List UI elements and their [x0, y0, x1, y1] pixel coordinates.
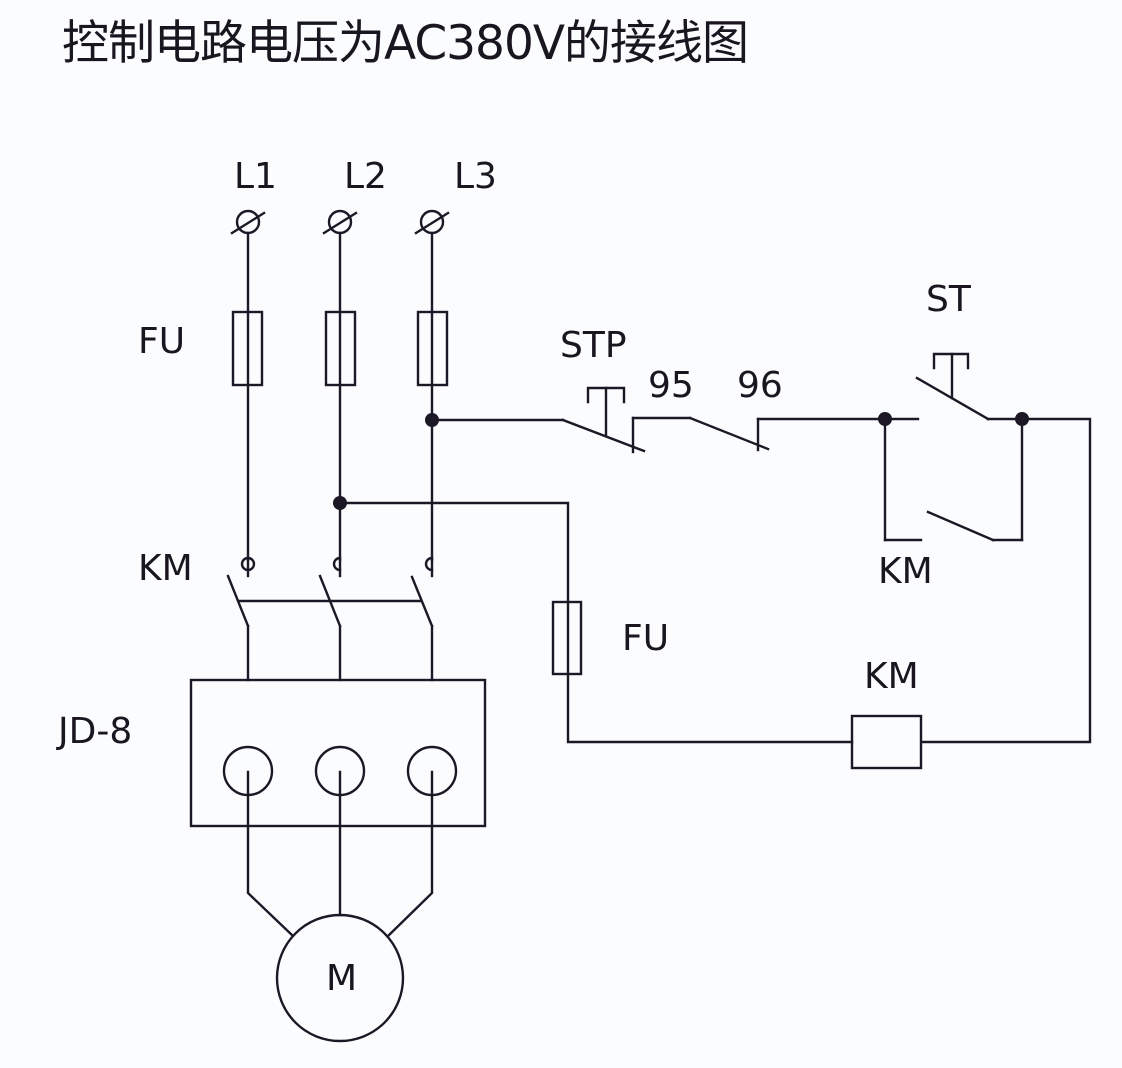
terminal-l3 [414, 209, 450, 235]
fuse-l1 [231, 310, 264, 387]
stp-stop-button [561, 386, 692, 454]
jd8-protector [189, 678, 487, 828]
label-fu-ctrl: FU [622, 618, 669, 659]
fuse-l3 [416, 310, 449, 387]
label-motor: M [326, 958, 357, 999]
label-96: 96 [737, 365, 783, 406]
label-95: 95 [648, 365, 694, 406]
wire-control-l2 [338, 501, 570, 604]
km-main-contacts [226, 556, 434, 682]
overload-contact-95-96 [688, 416, 887, 452]
diagram-title: 控制电路电压为AC380V的接线图 [62, 16, 749, 71]
label-l3: L3 [454, 156, 497, 197]
label-l1: L1 [234, 156, 277, 197]
wire-right-return [920, 417, 1092, 744]
terminal-l1 [230, 209, 266, 235]
label-km-coil: KM [864, 656, 919, 697]
label-stp: STP [560, 325, 627, 366]
label-jd8: JD-8 [56, 711, 132, 752]
motor-leads [246, 770, 434, 937]
terminal-l2 [322, 209, 358, 235]
motor [275, 913, 405, 1043]
wire-control-bottom [566, 672, 854, 744]
label-km-main: KM [138, 548, 193, 589]
label-l2: L2 [344, 156, 387, 197]
fuse-l2 [324, 310, 357, 387]
label-km-aux: KM [878, 551, 933, 592]
label-st: ST [926, 279, 972, 320]
label-fu-main: FU [138, 321, 185, 362]
st-start-button [915, 352, 1024, 421]
km-coil [850, 714, 923, 770]
km-holding-contact [883, 417, 1024, 542]
